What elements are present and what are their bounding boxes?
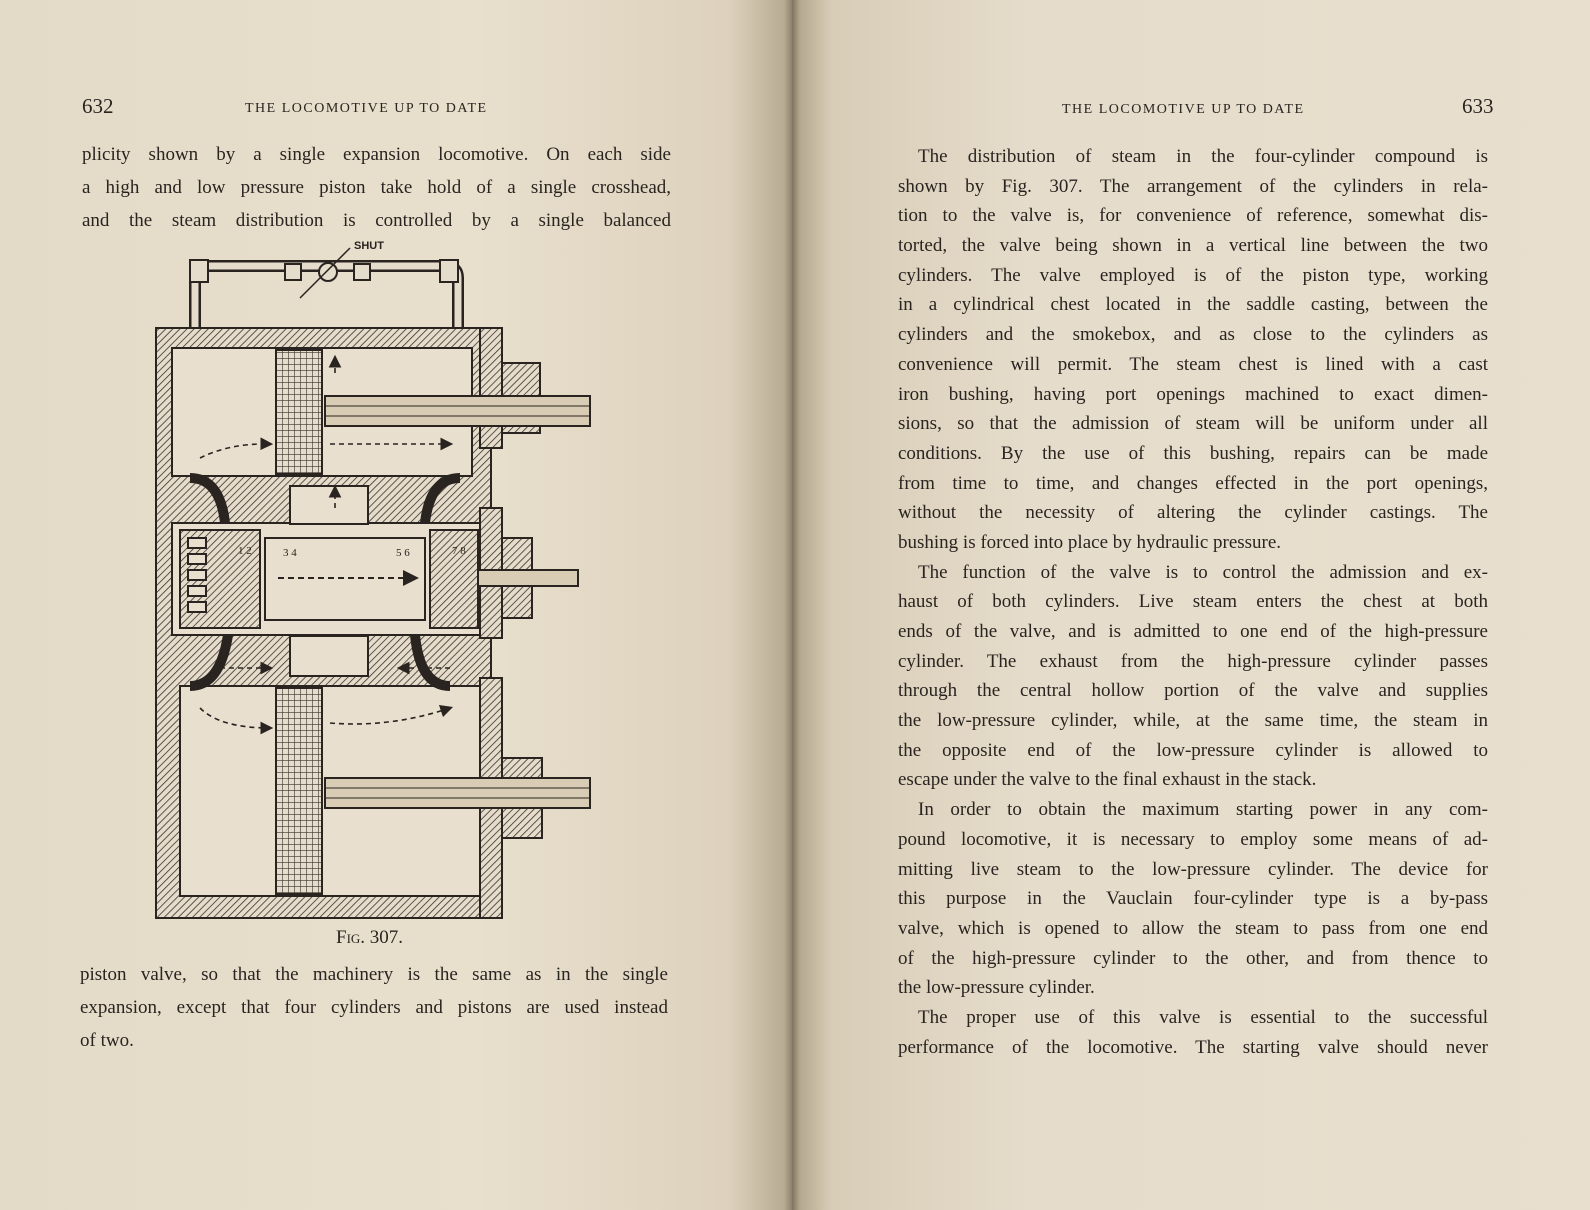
text-line: performance of the locomotive. The start…: [898, 1036, 1488, 1058]
page-number: 632: [82, 94, 114, 118]
text-line: of the high-pressure cylinder to the oth…: [898, 947, 1488, 969]
cylinder-section-figure: SHUT: [155, 240, 591, 919]
port-label: 1 2: [238, 545, 252, 557]
page-number: 633: [1462, 94, 1494, 118]
bypass-pipe: [189, 247, 464, 338]
text-line: through the central hollow portion of th…: [898, 680, 1488, 702]
shut-label: SHUT: [354, 240, 384, 252]
text-line: and the steam distribution is controlled…: [82, 210, 671, 231]
port-label: 3 4: [283, 547, 297, 559]
text-line: of two.: [80, 1030, 134, 1051]
text-line: haust of both cylinders. Live steam ente…: [898, 591, 1488, 613]
port-label: 5 6: [396, 547, 410, 559]
port-label: 7 8: [452, 545, 466, 557]
text-line: torted, the valve being shown in a verti…: [898, 235, 1488, 257]
text-line: cylinders and the smokebox, and as close…: [898, 324, 1488, 346]
paragraph: The function of the valve is to control …: [898, 558, 1488, 796]
text-line: a high and low pressure piston take hold…: [82, 177, 671, 198]
text-line: without the necessity of altering the cy…: [898, 502, 1488, 524]
running-head: THE LOCOMOTIVE UP TO DATE: [1062, 102, 1305, 117]
text-line: shown by Fig. 307. The arrangement of th…: [898, 175, 1488, 197]
text-line: the low-pressure cylinder, while, at the…: [898, 710, 1488, 732]
text-line: the low-pressure cylinder.: [898, 977, 1095, 999]
text-line: The proper use of this valve is essentia…: [918, 1006, 1488, 1028]
text-line: piston valve, so that the machinery is t…: [80, 964, 668, 985]
text-line: valve, which is opened to allow the stea…: [898, 917, 1488, 939]
figure-caption: Fig. 307.: [336, 927, 404, 948]
steam-flow-arrows: [199, 354, 454, 735]
text-line: conditions. By the use of this bushing, …: [898, 442, 1488, 464]
text-line: plicity shown by a single expansion loco…: [82, 144, 671, 165]
text-line: escape under the valve to the final exha…: [898, 769, 1317, 791]
text-line: iron bushing, having port openings machi…: [898, 383, 1488, 405]
text-line: from time to time, and changes effected …: [898, 472, 1488, 494]
piston-valve: [179, 529, 479, 629]
text-line: this purpose in the Vauclain four-cylind…: [898, 888, 1488, 910]
text-line: The distribution of steam in the four-cy…: [918, 146, 1488, 167]
right-body-text: The distribution of steam in the four-cy…: [898, 142, 1488, 1062]
right-page: THE LOCOMOTIVE UP TO DATE 633 The distri…: [792, 0, 1590, 1210]
lp-piston: [275, 687, 323, 895]
text-line: sions, so that the admission of steam wi…: [898, 413, 1488, 435]
text-line: tion to the valve is, for convenience of…: [898, 205, 1488, 227]
text-line: mitting live steam to the low-pressure c…: [898, 858, 1488, 880]
paragraph: The proper use of this valve is essentia…: [898, 1003, 1488, 1062]
left-bottom-text: piston valve, so that the machinery is t…: [80, 958, 668, 1057]
text-line: cylinders. The valve employed is of the …: [898, 264, 1488, 286]
hp-piston: [275, 349, 323, 475]
paragraph: The distribution of steam in the four-cy…: [898, 142, 1488, 558]
text-line: bushing is forced into place by hydrauli…: [898, 531, 1282, 553]
text-line: ends of the valve, and is admitted to on…: [898, 621, 1488, 642]
running-head: THE LOCOMOTIVE UP TO DATE: [245, 101, 488, 116]
paragraph: In order to obtain the maximum starting …: [898, 795, 1488, 1003]
text-line: in a cylindrical chest located in the sa…: [898, 294, 1488, 316]
text-line: cylinder. The exhaust from the high-pres…: [898, 650, 1488, 672]
text-line: the opposite end of the low-pressure cyl…: [898, 739, 1488, 761]
left-page: 632 THE LOCOMOTIVE UP TO DATE plicity sh…: [0, 0, 792, 1210]
text-line: In order to obtain the maximum starting …: [918, 799, 1488, 821]
text-line: pound locomotive, it is necessary to emp…: [898, 828, 1488, 850]
text-line: The function of the valve is to control …: [918, 561, 1488, 583]
text-line: expansion, except that four cylinders an…: [80, 997, 668, 1018]
piston-rods: [324, 395, 591, 809]
left-top-text: plicity shown by a single expansion loco…: [82, 138, 671, 237]
text-line: convenience will permit. The steam chest…: [898, 353, 1488, 375]
